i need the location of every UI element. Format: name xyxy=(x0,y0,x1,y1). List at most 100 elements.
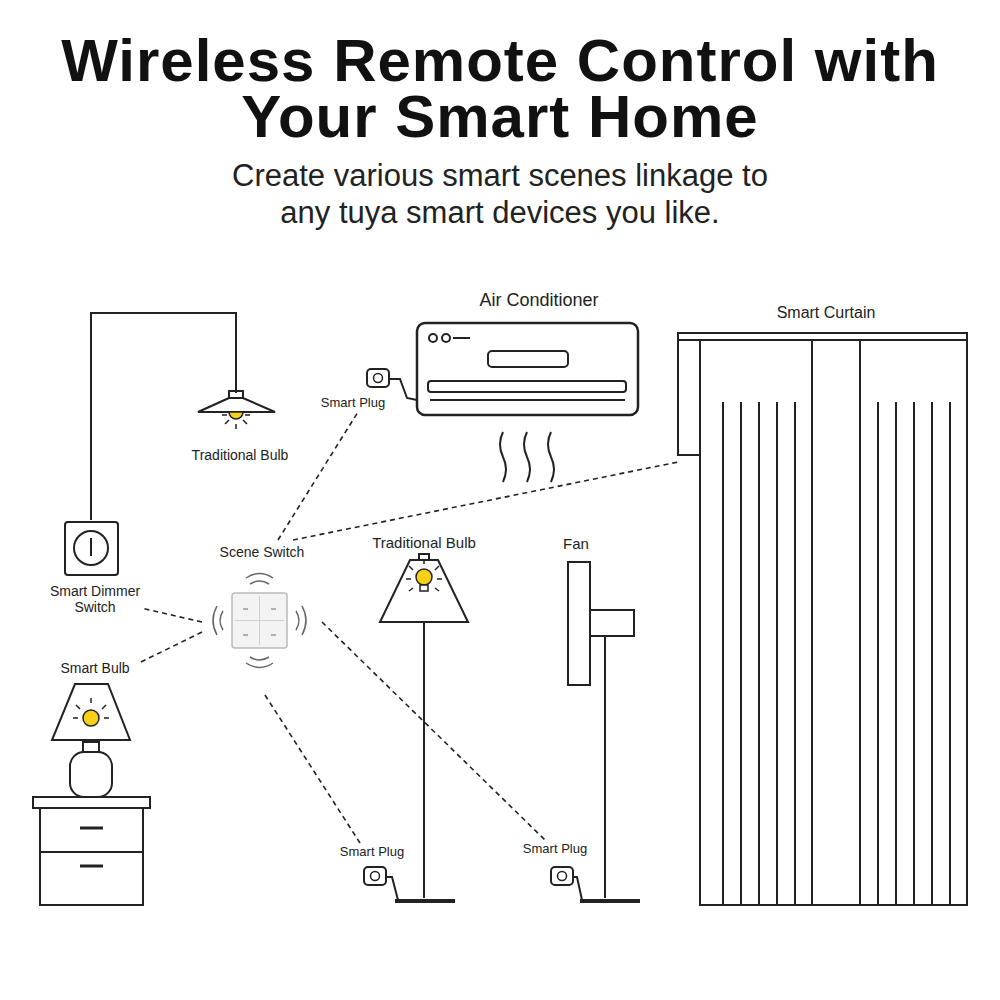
plug-icon xyxy=(551,867,573,885)
lamp-neck xyxy=(83,742,99,752)
fan-pole xyxy=(604,636,606,898)
device-node: Smart Bulb xyxy=(45,655,141,800)
ac-button xyxy=(429,334,437,342)
wireless-link xyxy=(293,462,678,540)
device-node: Traditional Bulb xyxy=(190,393,285,468)
caption: Create various smart scenes linkage to a… xyxy=(215,157,785,231)
curtain-panel-edge xyxy=(812,340,860,905)
switch-plate xyxy=(232,593,287,648)
bulb xyxy=(229,412,243,419)
signal-waves xyxy=(246,574,273,585)
plug-node: Smart Plug xyxy=(520,840,573,890)
power-cord xyxy=(386,877,398,900)
cord-line xyxy=(91,313,236,520)
device-label: Smart Dimmer Switch xyxy=(45,583,145,615)
drawer-handle xyxy=(80,865,103,868)
cord-line xyxy=(386,877,398,900)
lamp-shade xyxy=(52,684,130,740)
plug-socket xyxy=(371,872,380,881)
switch-key-mark xyxy=(243,609,276,635)
device-label: Smart Bulb xyxy=(0,660,245,676)
signal-waves xyxy=(246,657,273,668)
power-cord xyxy=(573,877,582,900)
plug-socket xyxy=(558,872,567,881)
device-label: Smart Plug xyxy=(203,396,503,411)
cord-line xyxy=(389,379,417,400)
dashed-line xyxy=(278,412,358,540)
signal-waves xyxy=(296,606,306,635)
bulb xyxy=(83,710,99,726)
title: Wireless Remote Control with Your Smart … xyxy=(20,33,980,145)
airflow xyxy=(500,432,554,482)
dashed-line xyxy=(322,622,545,840)
ac-vent xyxy=(428,381,626,392)
device-label: Air Conditioner xyxy=(389,290,689,311)
nightstand-top xyxy=(33,797,150,808)
device-label: Traditional Bulb xyxy=(274,534,574,551)
dashed-line xyxy=(265,695,360,843)
device-label: Smart Plug xyxy=(222,845,522,860)
device-node: Traditional Bulb xyxy=(398,530,460,905)
switch-node: Smart Dimmer Switch xyxy=(45,520,141,615)
device-node: Smart Curtain xyxy=(678,298,967,905)
bulb-rays xyxy=(222,415,250,429)
drawer-handle xyxy=(80,827,103,830)
curtain-outline xyxy=(700,340,967,905)
switch-divider xyxy=(235,620,284,621)
scene-switch-node: Scene Switch xyxy=(202,540,322,695)
curtain-motor xyxy=(678,340,700,455)
device-node: Air Conditioner xyxy=(417,288,638,416)
lamp-pole xyxy=(423,622,425,898)
lamp-foot xyxy=(395,899,455,903)
cord-line xyxy=(573,877,582,900)
curtain-fold xyxy=(723,402,950,905)
lamp-cap xyxy=(229,391,243,398)
wireless-link xyxy=(141,632,202,662)
curtain-rod xyxy=(678,333,967,340)
device-label: Smart Curtain xyxy=(676,304,976,322)
device-label: Smart Plug xyxy=(405,842,705,857)
ac-vent xyxy=(430,399,625,401)
plug-socket xyxy=(374,374,383,383)
fan-motor xyxy=(590,610,634,636)
dimmer-mark xyxy=(90,538,92,556)
wireless-link xyxy=(278,412,358,540)
bulb xyxy=(416,569,432,585)
ac-display xyxy=(488,351,568,367)
drawer-divider xyxy=(40,851,143,853)
device-label: Fan xyxy=(426,535,726,552)
dimmer-knob xyxy=(74,531,108,565)
lamp-shade xyxy=(380,560,468,622)
lamp-base xyxy=(70,752,112,797)
ac-indicator xyxy=(453,337,470,339)
power-cord xyxy=(389,379,417,400)
plug-icon xyxy=(367,369,389,387)
fan-head xyxy=(568,562,590,685)
bulb-rays xyxy=(73,698,109,718)
bulb-rays xyxy=(406,560,442,591)
plug-node: Smart Plug xyxy=(318,362,389,412)
device-label: Traditional Bulb xyxy=(90,447,390,463)
dashed-line xyxy=(293,462,678,540)
plug-icon xyxy=(364,867,386,885)
lamp-shade xyxy=(198,398,275,412)
wireless-link xyxy=(141,608,202,622)
ac-body xyxy=(417,323,638,415)
device-node: Fan xyxy=(582,530,640,905)
power-cord xyxy=(91,313,236,520)
dashed-line xyxy=(141,608,202,622)
dimmer-plate xyxy=(65,522,118,575)
nightstand-body xyxy=(40,808,143,905)
plug-node: Smart Plug xyxy=(338,843,386,890)
dashed-line xyxy=(141,632,202,662)
device-label: Scene Switch xyxy=(112,544,412,560)
wireless-link xyxy=(322,622,545,840)
wireless-link xyxy=(265,695,360,843)
ac-button xyxy=(442,334,450,342)
signal-waves xyxy=(213,606,223,635)
bulb-base xyxy=(420,585,428,591)
fan-foot xyxy=(580,899,640,903)
